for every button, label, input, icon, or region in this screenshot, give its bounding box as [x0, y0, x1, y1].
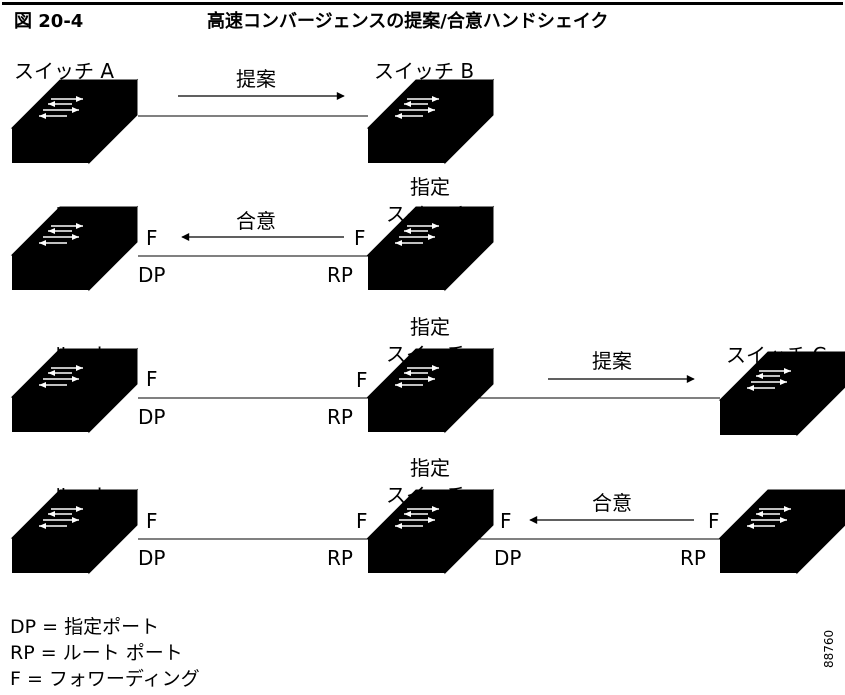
switch-b-icon — [367, 79, 494, 164]
proposal-label: 提案 — [236, 67, 276, 91]
port-f-label: F — [146, 226, 158, 250]
port-dp-label: DP — [138, 263, 165, 287]
port-f-label: F — [356, 509, 368, 533]
switch-c-icon — [719, 489, 845, 574]
port-rp-label: RP — [680, 546, 706, 570]
root-label: ルート — [52, 203, 112, 227]
proposal-label: 提案 — [592, 349, 632, 373]
designated-label: スイッチ — [386, 342, 466, 366]
row-2: ルート 指定 スイッチ 合意 F DP F RP — [11, 175, 494, 291]
root-label: ルート — [52, 484, 112, 508]
figure-number: 図 20-4 — [14, 11, 84, 32]
port-rp-label: RP — [327, 546, 353, 570]
designated-label: 指定 — [410, 315, 450, 339]
designated-label: スイッチ — [386, 202, 466, 226]
figure-id: 88760 — [822, 629, 836, 668]
row-1: スイッチ A スイッチ B 提案 — [11, 59, 494, 164]
row-4: ルート 指定 スイッチ 合意 F DP F RP F DP F RP — [11, 456, 845, 574]
port-rp-label: RP — [327, 263, 353, 287]
port-dp-label: DP — [494, 546, 521, 570]
port-f-label: F — [146, 367, 158, 391]
figure-title: 図 20-4 高速コンバージェンスの提案/合意ハンドシェイク — [2, 2, 843, 32]
port-f-label: F — [708, 509, 720, 533]
figure-caption: 高速コンバージェンスの提案/合意ハンドシェイク — [207, 11, 609, 32]
legend-item-dp: DP = 指定ポート — [10, 616, 160, 638]
row-3: ルート 指定 スイッチ スイッチ C 提案 F DP F RP — [11, 315, 845, 436]
switch-a-label: スイッチ A — [14, 59, 114, 83]
port-f-label: F — [354, 226, 366, 250]
legend: DP = 指定ポート RP = ルート ポート F = フォワーディング — [10, 614, 200, 692]
port-f-label: F — [146, 509, 158, 533]
switch-b-label: スイッチ B — [374, 59, 474, 83]
port-dp-label: DP — [138, 546, 165, 570]
legend-item-f: F = フォワーディング — [10, 668, 200, 690]
designated-label: 指定 — [410, 456, 450, 480]
agreement-label: 合意 — [236, 209, 276, 233]
legend-item-rp: RP = ルート ポート — [10, 642, 183, 664]
port-f-label: F — [356, 368, 368, 392]
designated-label: 指定 — [410, 175, 450, 199]
switch-a-icon — [11, 79, 138, 164]
port-rp-label: RP — [327, 405, 353, 429]
port-f-label: F — [500, 509, 512, 533]
port-dp-label: DP — [138, 405, 165, 429]
designated-label: スイッチ — [386, 483, 466, 507]
agreement-label: 合意 — [592, 491, 632, 515]
root-label: ルート — [52, 343, 112, 367]
switch-c-label: スイッチ C — [726, 343, 826, 367]
